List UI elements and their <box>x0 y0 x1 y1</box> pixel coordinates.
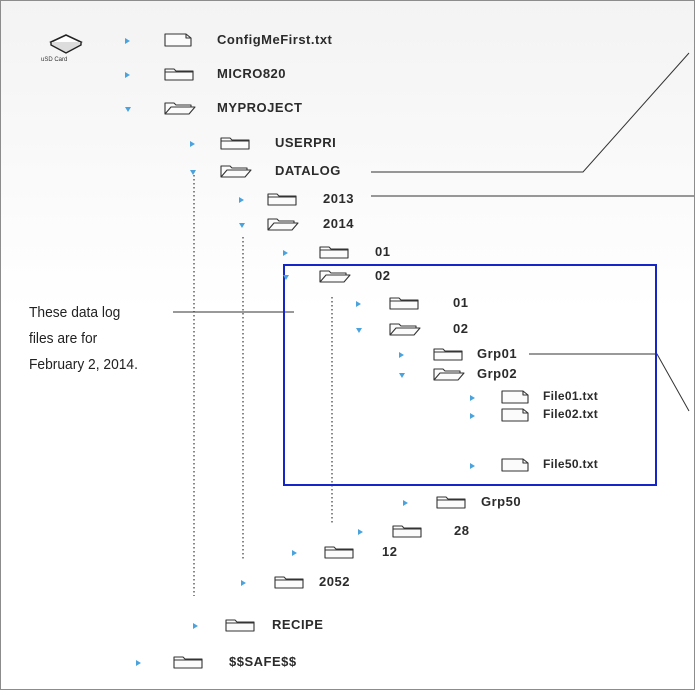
tree-label-micro820[interactable]: MICRO820 <box>217 66 287 81</box>
collapse-triangle-icon[interactable] <box>356 328 362 333</box>
collapse-triangle-icon[interactable] <box>190 170 196 175</box>
tree-label-y2014[interactable]: 2014 <box>323 216 354 231</box>
expand-triangle-icon[interactable] <box>190 141 195 147</box>
expand-triangle-icon[interactable] <box>193 623 198 629</box>
open-folder-icon <box>432 366 466 387</box>
tree-label-y2052[interactable]: 2052 <box>319 574 350 589</box>
tree-label-grp01[interactable]: Grp01 <box>477 346 518 361</box>
tree-label-recipe[interactable]: RECIPE <box>272 617 324 632</box>
tree-label-grp50[interactable]: Grp50 <box>481 494 522 509</box>
tree-label-datalog[interactable]: DATALOG <box>275 163 341 178</box>
folder-icon <box>172 654 206 675</box>
tree-label-file50[interactable]: File50.txt <box>543 457 599 471</box>
expand-triangle-icon[interactable] <box>470 413 475 419</box>
expand-triangle-icon[interactable] <box>358 529 363 535</box>
open-folder-icon <box>388 321 422 342</box>
expand-triangle-icon[interactable] <box>403 500 408 506</box>
file-icon <box>500 457 534 478</box>
collapse-triangle-icon[interactable] <box>239 223 245 228</box>
collapse-triangle-icon[interactable] <box>283 275 289 280</box>
file-icon <box>500 407 534 428</box>
folder-icon <box>318 244 352 265</box>
tree-label-myproject[interactable]: MYPROJECT <box>217 100 303 115</box>
expand-triangle-icon[interactable] <box>283 250 288 256</box>
file-icon <box>163 32 197 53</box>
folder-icon <box>323 544 357 565</box>
open-folder-icon <box>219 163 253 184</box>
expand-triangle-icon[interactable] <box>292 550 297 556</box>
open-folder-icon <box>163 100 197 121</box>
expand-triangle-icon[interactable] <box>136 660 141 666</box>
tree-label-file02[interactable]: File02.txt <box>543 407 599 421</box>
folder-icon <box>388 295 422 316</box>
tree-label-m12[interactable]: 12 <box>382 544 398 559</box>
sd-card-caption: uSD Card <box>41 57 68 63</box>
tree-label-safe[interactable]: $$SAFE$$ <box>229 654 297 669</box>
tree-label-file01[interactable]: File01.txt <box>543 389 599 403</box>
tree-label-d02[interactable]: 02 <box>453 321 469 336</box>
folder-icon <box>224 617 258 638</box>
expand-triangle-icon[interactable] <box>470 395 475 401</box>
tree-label-d01[interactable]: 01 <box>453 295 469 310</box>
folder-icon <box>435 494 469 515</box>
folder-icon <box>432 346 466 367</box>
annotation-note: These data log files are for February 2,… <box>29 300 176 378</box>
folder-icon <box>219 135 253 156</box>
highlight-box <box>283 264 657 486</box>
folder-icon <box>163 66 197 87</box>
tree-label-configmefirst[interactable]: ConfigMeFirst.txt <box>217 32 333 47</box>
tree-label-d28[interactable]: 28 <box>454 523 470 538</box>
open-folder-icon <box>266 216 300 237</box>
expand-triangle-icon[interactable] <box>239 197 244 203</box>
collapse-triangle-icon[interactable] <box>399 373 405 378</box>
folder-icon <box>266 191 300 212</box>
sd-card-icon <box>49 34 83 54</box>
collapse-triangle-icon[interactable] <box>125 107 131 112</box>
folder-icon <box>273 574 307 595</box>
expand-triangle-icon[interactable] <box>470 463 475 469</box>
note-line-1: These data log <box>29 304 121 321</box>
expand-triangle-icon[interactable] <box>399 352 404 358</box>
note-line-3: February 2, 2014. <box>29 356 138 373</box>
expand-triangle-icon[interactable] <box>125 72 130 78</box>
tree-label-grp02[interactable]: Grp02 <box>477 366 518 381</box>
tree-label-userpri[interactable]: USERPRI <box>275 135 337 150</box>
expand-triangle-icon[interactable] <box>356 301 361 307</box>
folder-icon <box>391 523 425 544</box>
open-folder-icon <box>318 268 352 289</box>
tree-label-m02[interactable]: 02 <box>375 268 391 283</box>
tree-label-y2013[interactable]: 2013 <box>323 191 354 206</box>
file-icon <box>500 389 534 410</box>
note-line-2: files are for <box>29 330 98 347</box>
expand-triangle-icon[interactable] <box>241 580 246 586</box>
expand-triangle-icon[interactable] <box>125 38 130 44</box>
tree-label-m01[interactable]: 01 <box>375 244 391 259</box>
